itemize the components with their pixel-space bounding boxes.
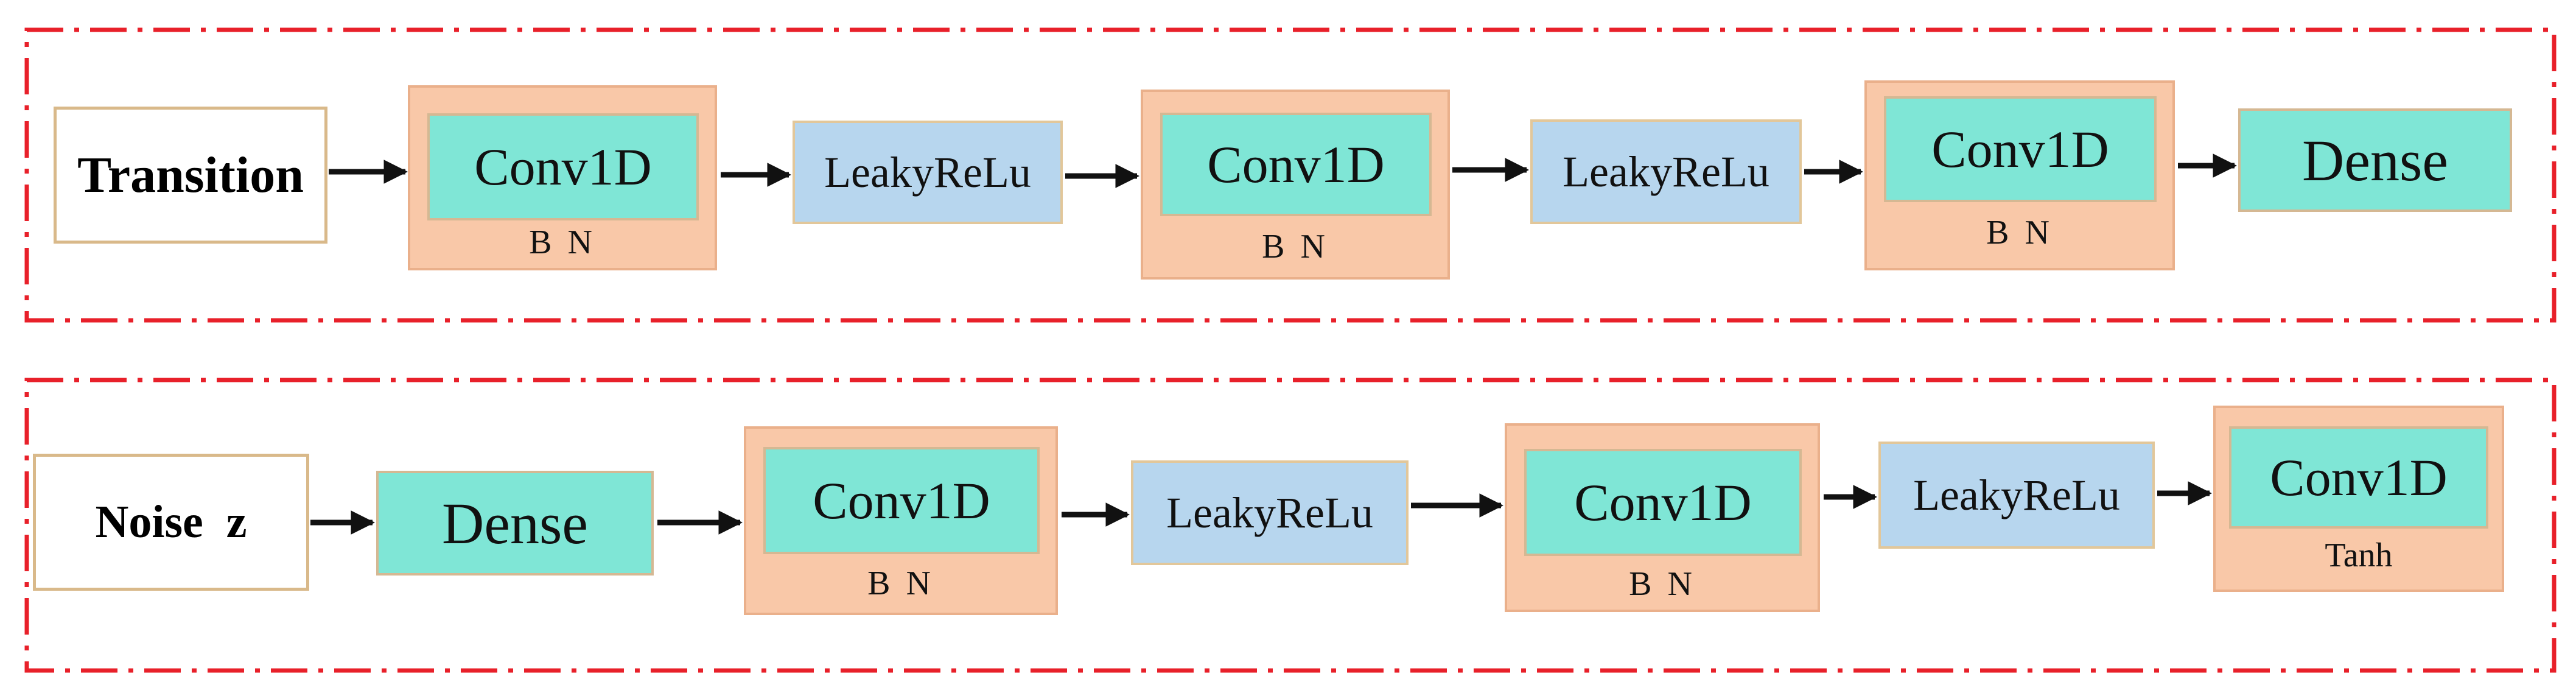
bottom-conv1d-2: Conv1D bbox=[1524, 449, 1802, 556]
noise-frame-border bbox=[24, 378, 2557, 673]
top-leakyrelu-2: LeakyReLu bbox=[1530, 119, 1802, 224]
bottom-bn-label-2: B N bbox=[1629, 565, 1696, 603]
bottom-leakyrelu-1: LeakyReLu bbox=[1131, 460, 1409, 565]
bottom-conv-block-2: Conv1D B N bbox=[1505, 423, 1820, 612]
top-bn-label-3: B N bbox=[1986, 214, 2053, 252]
top-bn-label-2: B N bbox=[1262, 228, 1329, 266]
noise-input: Noise z bbox=[33, 454, 309, 591]
bottom-bn-label-1: B N bbox=[867, 565, 934, 602]
top-conv-block-3: Conv1D B N bbox=[1864, 80, 2175, 270]
transition-branch-frame bbox=[24, 27, 2557, 323]
top-bn-label-1: B N bbox=[529, 224, 596, 261]
top-leakyrelu-1: LeakyReLu bbox=[793, 121, 1063, 224]
top-conv1d-1: Conv1D bbox=[427, 113, 699, 220]
top-conv-block-1: Conv1D B N bbox=[408, 85, 717, 270]
top-conv-block-2: Conv1D B N bbox=[1141, 90, 1450, 280]
top-dense: Dense bbox=[2238, 108, 2512, 212]
bottom-tanh-label: Tanh bbox=[2325, 537, 2393, 574]
bottom-conv-block-1: Conv1D B N bbox=[744, 426, 1058, 615]
bottom-conv-block-3: Conv1D Tanh bbox=[2213, 406, 2504, 592]
bottom-leakyrelu-2: LeakyReLu bbox=[1878, 442, 2155, 549]
top-conv1d-3: Conv1D bbox=[1884, 96, 2157, 202]
bottom-conv1d-1: Conv1D bbox=[763, 447, 1040, 554]
bottom-conv1d-3: Conv1D bbox=[2229, 426, 2488, 529]
transition-input: Transition bbox=[54, 107, 327, 244]
top-conv1d-2: Conv1D bbox=[1160, 113, 1432, 216]
transition-frame-border bbox=[24, 27, 2557, 323]
noise-branch-frame bbox=[24, 378, 2557, 673]
bottom-dense: Dense bbox=[376, 471, 654, 576]
